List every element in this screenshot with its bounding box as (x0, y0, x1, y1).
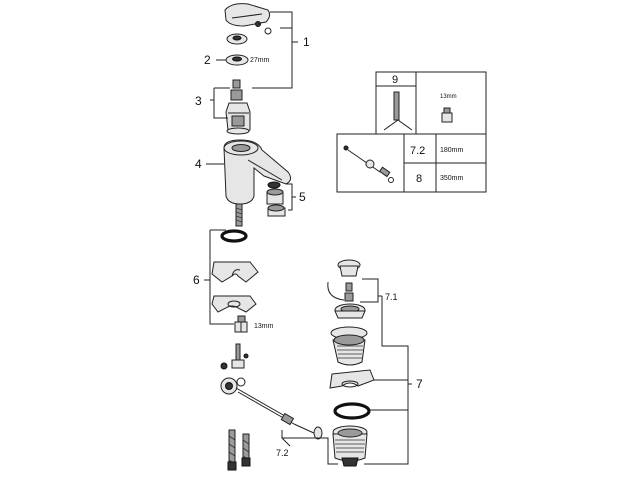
wrench-tool (383, 91, 413, 131)
faucet-body (223, 139, 292, 205)
threaded-stud (235, 203, 243, 227)
callout-6: 6 (193, 273, 200, 287)
legend-item-9: 9 (392, 74, 398, 86)
callout-5: 5 (299, 190, 306, 204)
lever-handle (224, 3, 272, 35)
waste-body-upper (334, 303, 366, 319)
callout-6-size: 13mm (254, 323, 274, 330)
callout-4: 4 (195, 157, 202, 171)
nut-13mm-symbol (441, 107, 453, 123)
waste-o-ring (333, 402, 371, 420)
callout-2: 2 (204, 53, 211, 67)
legend-item-9-size: 13mm (440, 94, 457, 100)
cartridge (225, 102, 251, 135)
pull-rod-symbol (343, 145, 394, 183)
callout-2-size: 27mm (250, 57, 270, 64)
pivot-rod (235, 387, 323, 440)
o-ring (220, 229, 248, 243)
legend-item-8: 8 (416, 173, 422, 185)
waste-gasket (329, 369, 375, 389)
callout-1: 1 (303, 35, 310, 49)
fixing-nut (234, 315, 248, 333)
flex-hoses (227, 429, 251, 471)
cartridge-screw (230, 79, 243, 101)
accessory-table (336, 71, 487, 193)
waste-body-lower (332, 425, 368, 467)
mounting-plates (211, 261, 259, 313)
leader-lines (204, 11, 412, 465)
cap-ring (226, 33, 248, 45)
callout-7-2: 7.2 (276, 448, 289, 458)
callout-7-1: 7.1 (385, 292, 398, 302)
aerator-parts (266, 181, 286, 217)
pull-rod-lever (220, 343, 249, 370)
legend-item-7-2: 7.2 (410, 145, 425, 157)
waste-plug (337, 259, 361, 302)
pivot-nut (220, 377, 246, 395)
waste-flange (330, 326, 368, 366)
hex-nut (225, 54, 249, 66)
legend-item-7-2-length: 180mm (440, 147, 464, 154)
callout-7: 7 (416, 377, 423, 391)
callout-3: 3 (195, 94, 202, 108)
legend-item-8-length: 350mm (440, 175, 464, 182)
